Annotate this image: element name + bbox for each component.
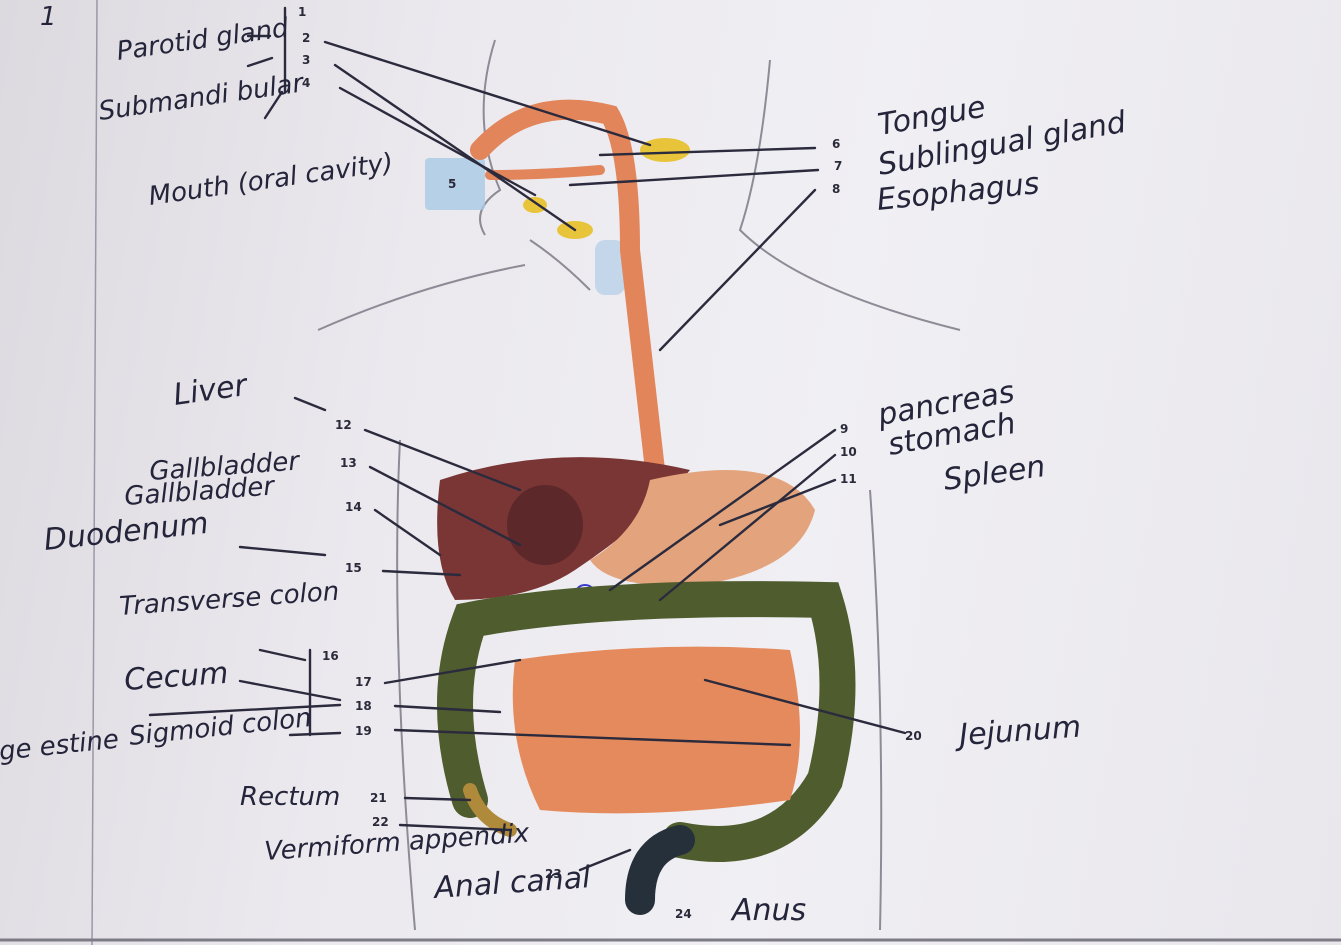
label-large-intestine: ge estine <box>0 725 120 767</box>
label-anal-canal: Anal canal <box>431 860 592 906</box>
label-number-6: 6 <box>832 137 840 151</box>
label-vermiform-appendix: Vermiform appendix <box>263 819 530 867</box>
label-anus: Anus <box>730 893 806 928</box>
label-duodenum: Duodenum <box>42 506 210 558</box>
label-number-8: 8 <box>832 182 840 196</box>
label-number-2: 2 <box>302 31 310 45</box>
label-number-14: 14 <box>345 500 362 514</box>
label-number-11: 11 <box>840 472 857 486</box>
label-spleen: Spleen <box>941 449 1047 498</box>
label-transverse-colon: Transverse colon <box>118 577 340 622</box>
label-number-12: 12 <box>335 418 352 432</box>
label-cecum: Cecum <box>123 656 229 698</box>
tongue-shape <box>490 170 600 175</box>
margin-line <box>92 0 97 945</box>
label-number-13: 13 <box>340 456 357 470</box>
label-number-19: 19 <box>355 724 372 738</box>
label-number-15: 15 <box>345 561 362 575</box>
sublingual-gland-shape <box>523 197 547 213</box>
rectum-shape <box>640 840 680 900</box>
label-number-3: 3 <box>302 53 310 67</box>
parotid-gland-shape <box>640 138 690 162</box>
label-liver: Liver <box>171 368 250 413</box>
label-number-17: 17 <box>355 675 372 689</box>
label-rectum: Rectum <box>240 782 340 812</box>
label-number-1: 1 <box>298 5 306 19</box>
label-number-22: 22 <box>372 815 389 829</box>
label-submandibular-gland: Submandi bular <box>97 68 308 127</box>
small-intestine-shape <box>513 647 800 814</box>
label-number-7: 7 <box>834 159 842 173</box>
label-mouth: Mouth (oral cavity) <box>147 148 395 212</box>
label-number-18: 18 <box>355 699 372 713</box>
gallbladder-shape <box>507 485 583 565</box>
label-number-20: 20 <box>905 729 922 743</box>
label-parotid-gland: Parotid gland <box>115 13 291 67</box>
label-number-10: 10 <box>840 445 857 459</box>
page-number: 1 <box>40 2 57 32</box>
label-number-9: 9 <box>840 422 848 436</box>
label-number-24: 24 <box>675 907 692 921</box>
label-number-21: 21 <box>370 791 387 805</box>
label-jejunum: Jejunum <box>953 710 1082 754</box>
label-number-5: 5 <box>448 177 456 191</box>
label-number-16: 16 <box>322 649 339 663</box>
